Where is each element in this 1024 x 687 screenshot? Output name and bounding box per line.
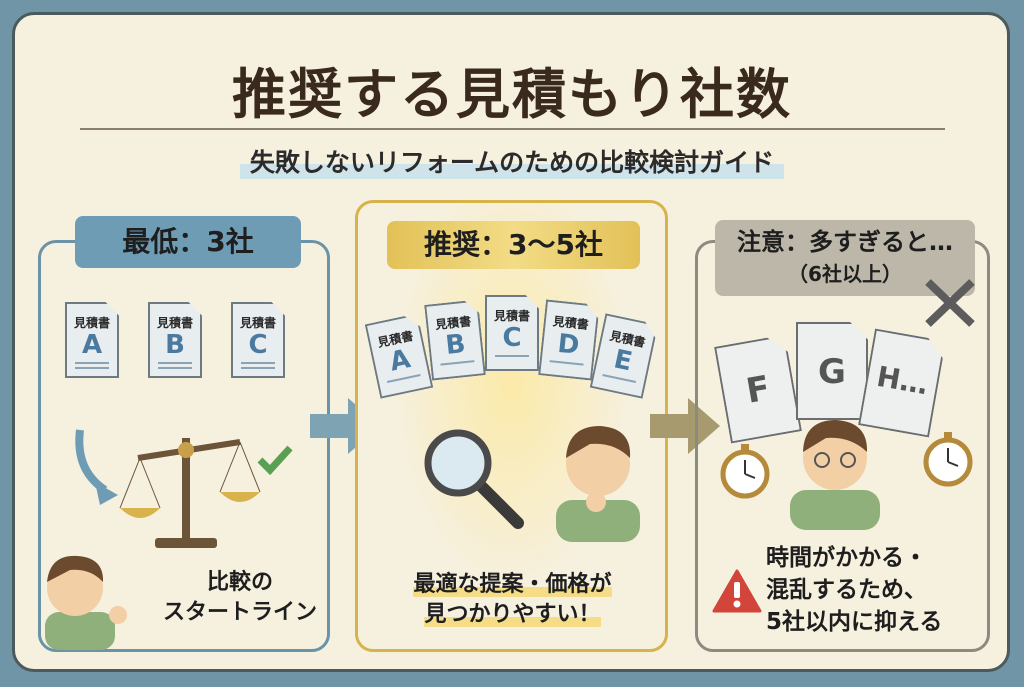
stopwatch-icon [923, 432, 973, 487]
panel-too-many-caption: 時間がかかる・混乱するため、5社以内に抑える [766, 545, 943, 635]
panel-recommended-label: 推奨：3〜5社 [387, 221, 640, 269]
person-thinking [556, 426, 640, 542]
person-confused [790, 420, 880, 530]
estimate-doc-g: G [796, 322, 868, 420]
warning-icon [712, 569, 762, 613]
panel-minimum-label: 最低：3社 [75, 216, 301, 268]
magnifier-icon [424, 429, 524, 529]
panel-too-many-label: 注意：多すぎると…（6社以上） [715, 220, 975, 296]
cross-icon [925, 279, 975, 327]
check-icon [257, 445, 293, 476]
subtitle: 失敗しないリフォームのための比較検討ガイド [0, 143, 1024, 179]
divider [80, 128, 945, 130]
balance-scale-icon [75, 429, 293, 548]
panel-recommended-caption: 最適な提案・価格が見つかりやすい！ [413, 572, 612, 627]
stopwatch-icon [720, 444, 770, 499]
person-thumbs-up [45, 555, 127, 650]
panel-minimum-caption: 比較のスタートライン [162, 570, 317, 625]
page-title: 推奨する見積もり社数 [232, 63, 792, 126]
arrow-right-icon [650, 398, 720, 454]
